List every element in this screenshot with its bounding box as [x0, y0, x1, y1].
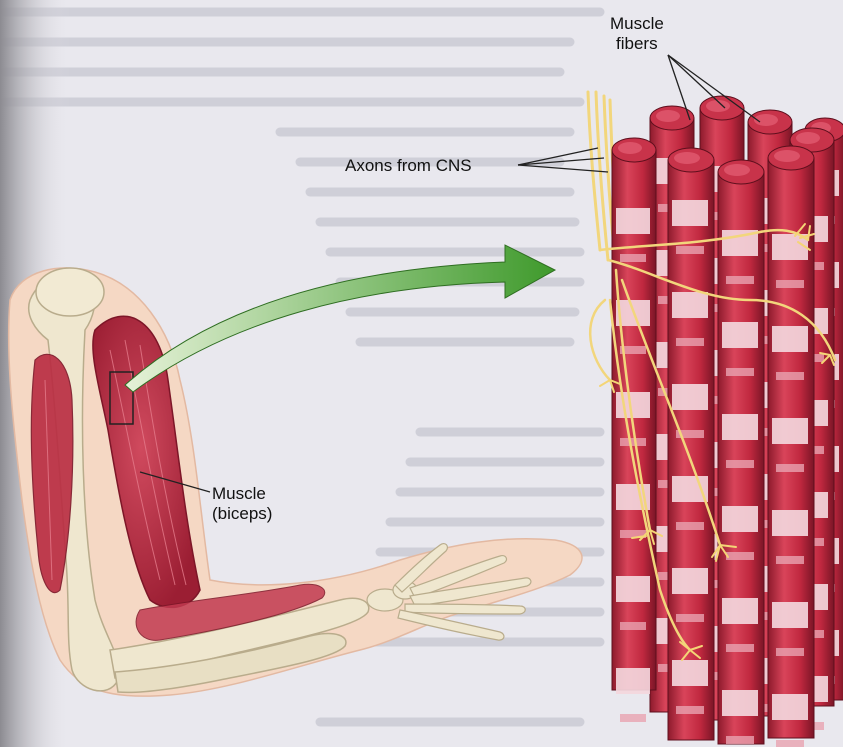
label-muscle-fibers: Muscle fibers: [610, 14, 664, 54]
fiber-band: [772, 694, 808, 720]
label-muscle-line2: (biceps): [212, 504, 272, 524]
fiber-band-thin: [676, 614, 704, 622]
muscle-fiber-bundle: [612, 96, 843, 747]
fiber-band-thin: [620, 714, 646, 722]
fiber-band-thin: [620, 622, 646, 630]
fiber-band-thin: [776, 648, 804, 656]
fiber-band-thin: [676, 338, 704, 346]
arm-illustration: [9, 268, 582, 696]
fiber-band-thin: [776, 464, 804, 472]
magnification-arrow: [125, 245, 555, 392]
fiber-band: [672, 200, 708, 226]
fiber-end-highlight: [674, 152, 700, 164]
fiber-band: [672, 568, 708, 594]
fiber-band-thin: [776, 556, 804, 564]
fiber-band-thin: [726, 736, 754, 744]
fiber-band: [616, 392, 650, 418]
fiber-band-thin: [726, 368, 754, 376]
fiber-band-thin: [620, 438, 646, 446]
fiber-band-thin: [776, 740, 804, 747]
label-axons-from-cns: Axons from CNS: [345, 156, 472, 176]
label-muscle-biceps: Muscle (biceps): [212, 484, 272, 524]
fiber-band: [772, 326, 808, 352]
fiber-end-highlight: [618, 142, 642, 154]
fiber-band: [672, 476, 708, 502]
fiber-band: [772, 418, 808, 444]
fiber-end-highlight: [796, 132, 820, 144]
muscle-fiber: [718, 160, 764, 744]
label-muscle-line1: Muscle: [212, 484, 272, 504]
fiber-band: [616, 208, 650, 234]
label-muscle-fibers-line2: fibers: [610, 34, 664, 54]
fiber-band-thin: [726, 552, 754, 560]
fiber-end-highlight: [656, 110, 680, 122]
fiber-band: [772, 510, 808, 536]
fiber-band: [772, 602, 808, 628]
fiber-end-highlight: [724, 164, 750, 176]
fiber-band-thin: [676, 522, 704, 530]
fiber-band: [616, 576, 650, 602]
label-muscle-fibers-line1: Muscle: [610, 14, 664, 34]
fiber-band: [722, 414, 758, 440]
fiber-end-highlight: [774, 150, 800, 162]
fiber-band-thin: [726, 276, 754, 284]
fiber-band: [672, 292, 708, 318]
fiber-band: [722, 598, 758, 624]
fiber-band-thin: [776, 372, 804, 380]
fiber-band-thin: [726, 460, 754, 468]
fiber-band: [722, 322, 758, 348]
fiber-band-thin: [776, 280, 804, 288]
fiber-band-thin: [676, 706, 704, 714]
fiber-band: [722, 506, 758, 532]
fiber-band-thin: [676, 246, 704, 254]
fiber-band: [616, 668, 650, 694]
fiber-band: [672, 660, 708, 686]
fiber-band-thin: [726, 644, 754, 652]
fiber-band: [722, 690, 758, 716]
fiber-band: [672, 384, 708, 410]
fiber-band-thin: [620, 254, 646, 262]
